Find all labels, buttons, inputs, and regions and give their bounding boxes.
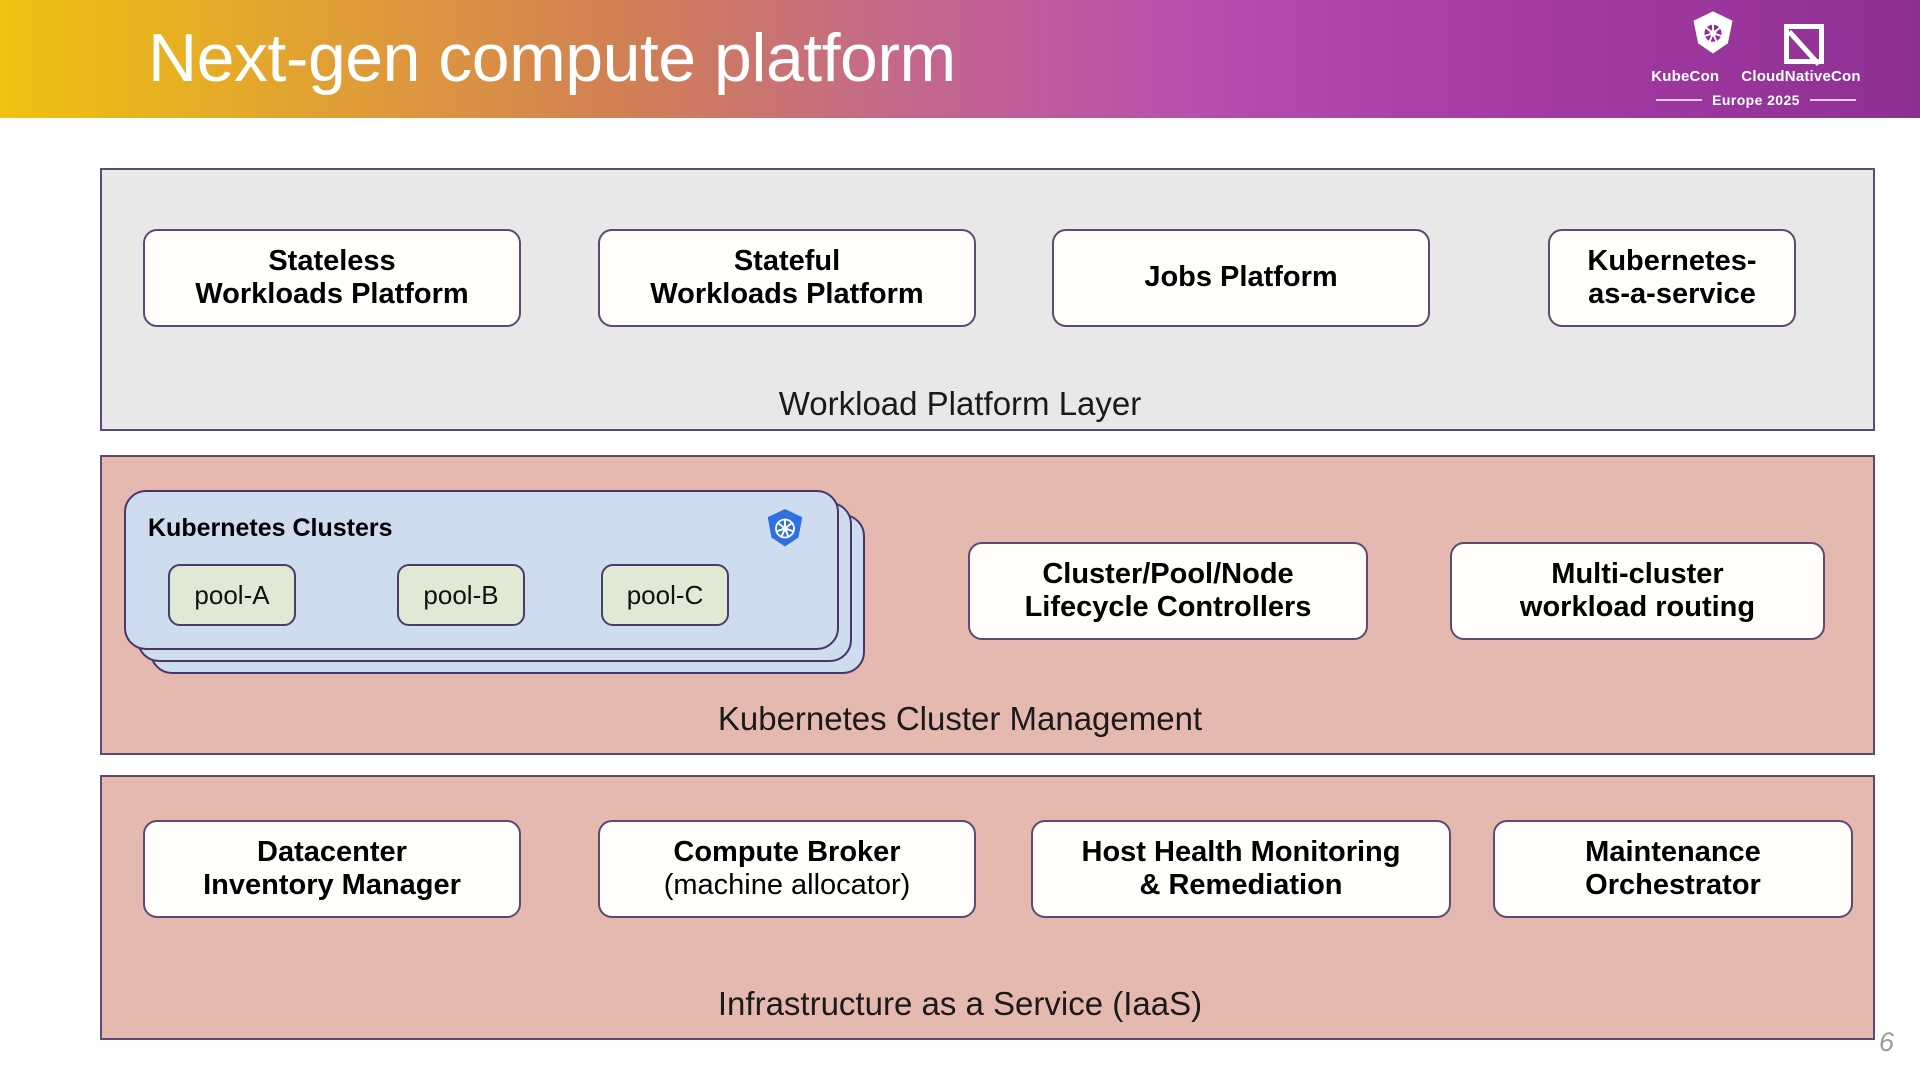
slide-header-band: Next-gen compute platform (0, 0, 1920, 118)
page-number: 6 (1878, 1027, 1894, 1057)
cncf-mark-icon (1784, 24, 1824, 64)
card-text: Jobs Platform (1144, 261, 1338, 294)
card-text: Stateful Workloads Platform (650, 244, 924, 310)
card-kubernetes-as-a-service[interactable]: Kubernetes- as-a-service (1548, 229, 1796, 327)
event-label: Europe 2025 (1712, 92, 1800, 108)
card-maintenance-orchestrator[interactable]: Maintenance Orchestrator (1493, 820, 1853, 918)
kubernetes-wheel-icon (761, 506, 809, 554)
card-text: Compute Broker (machine allocator) (663, 835, 911, 901)
kubernetes-wheel-icon (1688, 9, 1738, 64)
pool-label: pool-A (194, 579, 270, 610)
logo-event-footer: Europe 2025 (1640, 92, 1872, 108)
card-text: Stateless Workloads Platform (195, 244, 469, 310)
pool-label: pool-B (423, 579, 499, 610)
card-cluster-pool-node-lifecycle-controllers[interactable]: Cluster/Pool/Node Lifecycle Controllers (968, 542, 1368, 640)
layer-caption-kubernetes-management: Kubernetes Cluster Management (717, 700, 1203, 737)
pool-item[interactable]: pool-A (168, 564, 296, 626)
card-datacenter-inventory-manager[interactable]: Datacenter Inventory Manager (143, 820, 521, 918)
logo-marks (1640, 8, 1872, 64)
card-multi-cluster-workload-routing[interactable]: Multi-cluster workload routing (1450, 542, 1825, 640)
card-text: Datacenter Inventory Manager (203, 835, 461, 901)
card-text: Multi-cluster workload routing (1519, 557, 1756, 623)
card-host-health-monitoring-remediation[interactable]: Host Health Monitoring & Remediation (1031, 820, 1451, 918)
card-stateless-workloads-platform[interactable]: Stateless Workloads Platform (143, 229, 521, 327)
kubernetes-clusters-stack[interactable]: Kubernetes Clusters (124, 490, 865, 690)
page-title: Next-gen compute platform (148, 20, 956, 96)
card-compute-broker[interactable]: Compute Broker (machine allocator) (598, 820, 976, 918)
cloudnativecon-label: CloudNativeCon (1741, 68, 1861, 85)
card-stateful-workloads-platform[interactable]: Stateful Workloads Platform (598, 229, 976, 327)
card-jobs-platform[interactable]: Jobs Platform (1052, 229, 1430, 327)
rule-left (1656, 99, 1703, 101)
pool-label: pool-C (626, 579, 704, 610)
card-text: Maintenance Orchestrator (1585, 835, 1761, 901)
card-text: Kubernetes- as-a-service (1587, 244, 1757, 310)
pool-item[interactable]: pool-C (601, 564, 729, 626)
cluster-sheet-front[interactable]: Kubernetes Clusters (124, 490, 839, 650)
pool-item[interactable]: pool-B (397, 564, 525, 626)
rule-right (1809, 99, 1856, 101)
layer-caption-iaas: Infrastructure as a Service (IaaS) (717, 985, 1203, 1022)
card-text: Cluster/Pool/Node Lifecycle Controllers (1024, 557, 1312, 623)
card-text: Host Health Monitoring & Remediation (1081, 835, 1401, 901)
layer-caption-workload: Workload Platform Layer (778, 385, 1142, 422)
logo-names: KubeCon CloudNativeCon (1640, 68, 1872, 85)
kubecon-label: KubeCon (1651, 68, 1720, 85)
kubernetes-clusters-title: Kubernetes Clusters (148, 514, 393, 542)
kubecon-cloudnativecon-logo: KubeCon CloudNativeCon Europe 2025 (1640, 8, 1872, 112)
